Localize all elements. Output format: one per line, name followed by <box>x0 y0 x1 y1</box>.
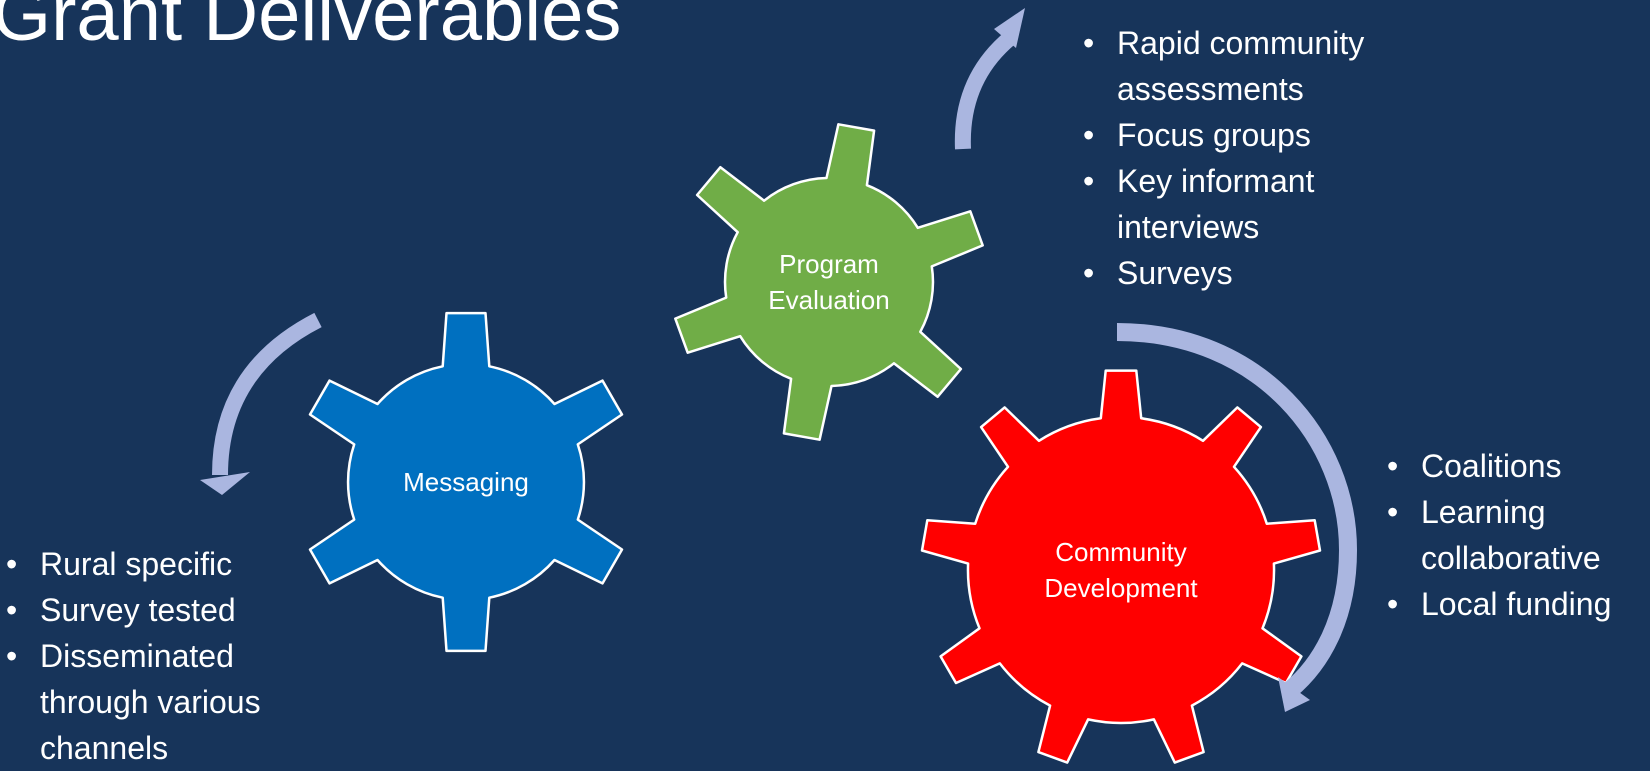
community-development-gear-label: Community Development <box>1044 537 1198 603</box>
list-item: Local funding <box>1383 581 1611 627</box>
list-item: Coalitions <box>1383 443 1611 489</box>
slide-title: Grant Deliverables <box>0 0 622 57</box>
list-item: Rural specific <box>2 541 261 587</box>
list-item-text: Rural specific <box>40 546 233 582</box>
messaging-gear <box>308 311 624 653</box>
list-item-text: Learning collaborative <box>1421 494 1601 576</box>
community-cycle-arrow <box>1116 323 1358 712</box>
messaging-list: Rural specific Survey tested Disseminate… <box>2 541 261 771</box>
list-item: Focus groups <box>1079 112 1364 158</box>
list-item-text: Local funding <box>1421 586 1612 622</box>
community-development-list: Coalitions Learning collaborative Local … <box>1383 443 1611 627</box>
list-item: Disseminated through various channels <box>2 633 261 771</box>
list-item-text: Key informant interviews <box>1117 163 1315 245</box>
list-item-text: Coalitions <box>1421 448 1562 484</box>
list-item: Learning collaborative <box>1383 489 1611 581</box>
messaging-gear-label: Messaging <box>403 467 529 497</box>
list-item-text: Focus groups <box>1117 117 1311 153</box>
list-item-text: Disseminated through various channels <box>40 638 261 766</box>
list-item: Rapid community assessments <box>1079 20 1364 112</box>
list-item-text: Rapid community assessments <box>1117 25 1365 107</box>
list-item-text: Survey tested <box>40 592 236 628</box>
evaluation-cycle-arrow <box>954 8 1025 150</box>
list-item: Surveys <box>1079 250 1364 296</box>
messaging-cycle-arrow <box>200 312 322 495</box>
program-evaluation-gear <box>674 123 984 441</box>
list-item: Survey tested <box>2 587 261 633</box>
list-item: Key informant interviews <box>1079 158 1364 250</box>
community-development-gear <box>920 369 1322 764</box>
program-evaluation-gear-label: Program Evaluation <box>768 249 890 315</box>
evaluation-methods-list: Rapid community assessments Focus groups… <box>1079 20 1364 296</box>
list-item-text: Surveys <box>1117 255 1233 291</box>
